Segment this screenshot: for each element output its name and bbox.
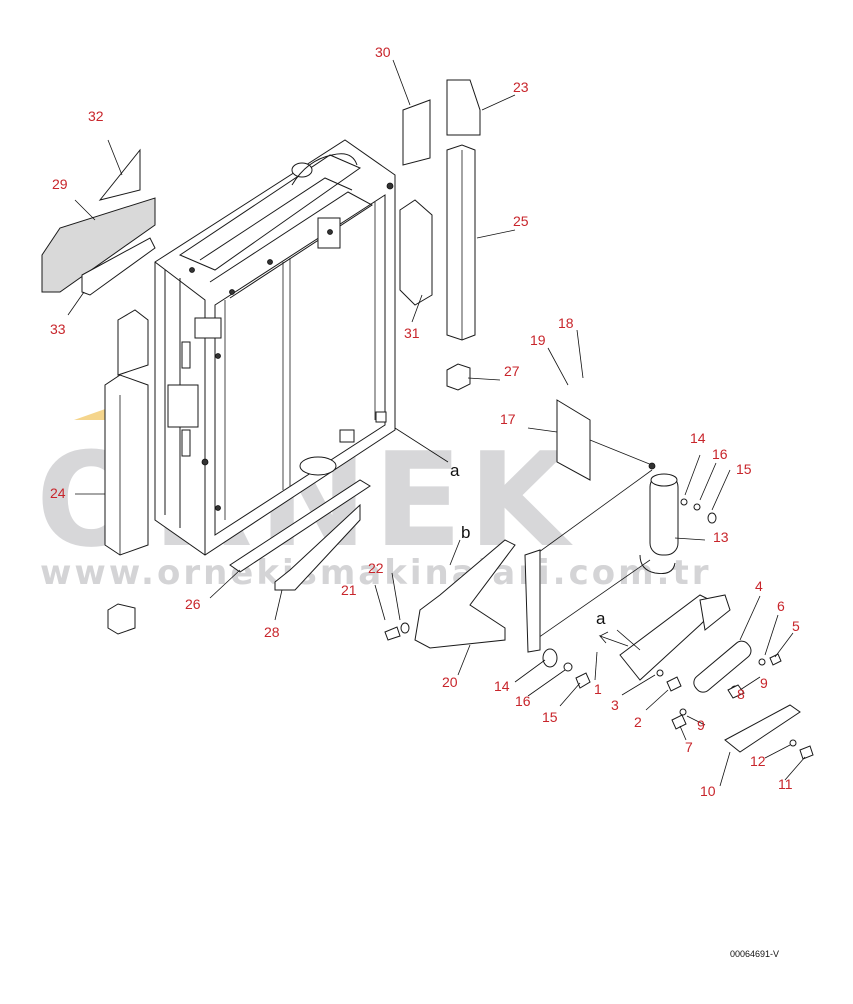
- callout-17: 17: [500, 411, 516, 427]
- reference-a-right: a: [596, 609, 606, 628]
- drawing-code: 00064691-V: [730, 949, 779, 959]
- callout-33: 33: [50, 321, 66, 337]
- callout-26: 26: [185, 596, 201, 612]
- callout-3: 3: [611, 697, 619, 713]
- bottom-seals: [229, 479, 371, 591]
- leader-lines: [67, 59, 806, 787]
- seal-32: [98, 148, 141, 201]
- callout-13: 13: [713, 529, 729, 545]
- radiator-assembly: [154, 139, 396, 556]
- callout-29: 29: [52, 176, 68, 192]
- right-hardware: [619, 594, 814, 760]
- left-seals: [41, 148, 156, 635]
- reference-a-left: a: [450, 461, 460, 480]
- callout-9b: 9: [697, 717, 705, 733]
- callout-8: 8: [737, 686, 745, 702]
- callout-9a: 9: [760, 675, 768, 691]
- callout-20: 20: [442, 674, 458, 690]
- callout-16a: 16: [712, 446, 728, 462]
- callout-2: 2: [634, 714, 642, 730]
- callout-25: 25: [513, 213, 529, 229]
- top-seals: [399, 79, 481, 391]
- callout-32: 32: [88, 108, 104, 124]
- callout-18: 18: [558, 315, 574, 331]
- callout-31: 31: [404, 325, 420, 341]
- reference-b: b: [461, 523, 470, 542]
- callout-14a: 14: [690, 430, 706, 446]
- callouts: 1 2 3 4 5 6 7 8 9 9 10 11 12 13 14 14 15…: [50, 44, 800, 799]
- callout-14b: 14: [494, 678, 510, 694]
- callout-24: 24: [50, 485, 66, 501]
- callout-12: 12: [750, 753, 766, 769]
- callout-15b: 15: [542, 709, 558, 725]
- callout-19: 19: [530, 332, 546, 348]
- callout-30: 30: [375, 44, 391, 60]
- callout-5: 5: [792, 618, 800, 634]
- callout-22: 22: [368, 560, 384, 576]
- callout-10: 10: [700, 783, 716, 799]
- callout-27: 27: [504, 363, 520, 379]
- callout-16b: 16: [515, 693, 531, 709]
- callout-4: 4: [755, 578, 763, 594]
- watermark-url: www.ornekismakinalari.com.tr: [40, 553, 711, 593]
- callout-6: 6: [777, 598, 785, 614]
- callout-1: 1: [594, 681, 602, 697]
- callout-23: 23: [513, 79, 529, 95]
- callout-11: 11: [778, 776, 793, 792]
- callout-15a: 15: [736, 461, 752, 477]
- bracket-rod-assembly: [384, 399, 717, 689]
- callout-7: 7: [685, 739, 693, 755]
- callout-28: 28: [264, 624, 280, 640]
- callout-21: 21: [341, 582, 357, 598]
